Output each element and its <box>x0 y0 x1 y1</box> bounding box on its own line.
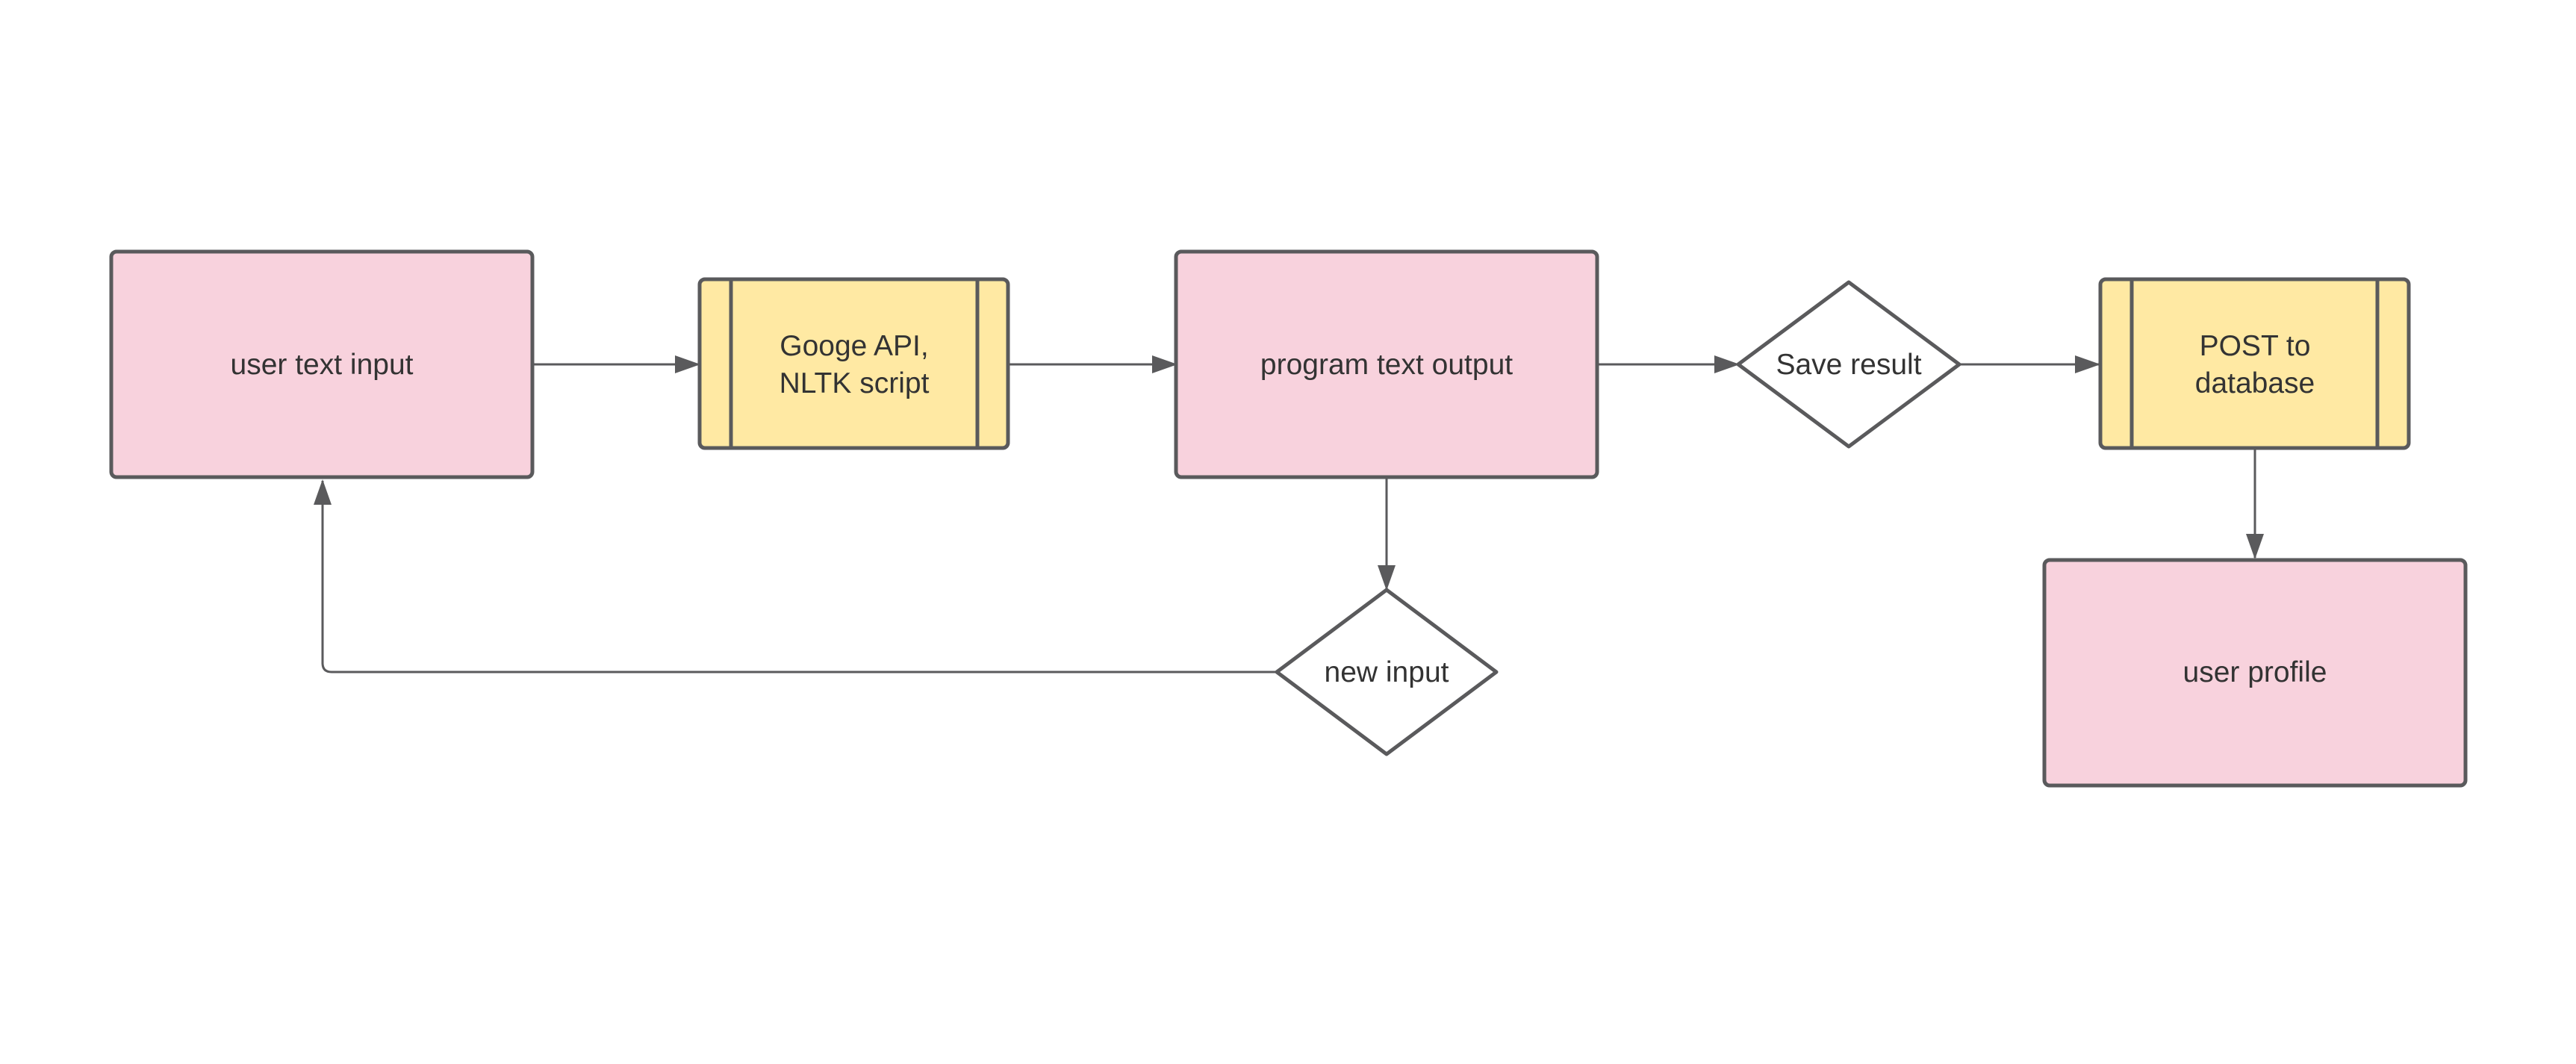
save-result-diamond <box>1736 280 1961 449</box>
post-to-database-box <box>2098 277 2411 450</box>
node-label-line: Save result <box>1776 349 1921 381</box>
node-label-line: Googe API, <box>780 330 928 362</box>
node-label-line: POST to <box>2200 330 2311 362</box>
node-label-line: NLTK script <box>780 367 930 399</box>
node-label-line: database <box>2195 367 2315 399</box>
user-profile-box <box>2042 558 2468 788</box>
node-post-to-database[interactable]: POST to database <box>2098 277 2411 450</box>
node-label-line: program text output <box>1260 349 1513 381</box>
node-label-line: new input <box>1325 656 1449 688</box>
node-google-api-nltk-script[interactable]: Googe API, NLTK script <box>697 277 1010 450</box>
google-api-label: Googe API, NLTK script <box>780 330 930 399</box>
new-input-diamond <box>1275 588 1499 756</box>
edge-new-input-to-user-input <box>314 479 1277 673</box>
user-profile-label: user profile <box>2183 656 2327 688</box>
node-new-input[interactable]: new input <box>1275 588 1499 756</box>
google-api-box <box>697 277 1010 450</box>
node-program-text-output[interactable]: program text output <box>1174 249 1599 479</box>
new-input-label: new input <box>1325 656 1449 688</box>
program-text-output-label: program text output <box>1260 349 1513 381</box>
node-label-line: user text input <box>231 349 414 381</box>
user-text-input-label: user text input <box>231 349 414 381</box>
edges-group <box>314 355 2264 673</box>
node-label-line: user profile <box>2183 656 2327 688</box>
user-text-input-box <box>109 249 535 479</box>
nodes-group: user text input Googe API, NLTK script pr… <box>109 249 2468 788</box>
save-result-label: Save result <box>1776 349 1921 381</box>
program-text-output-box <box>1174 249 1599 479</box>
node-user-profile[interactable]: user profile <box>2042 558 2468 788</box>
post-to-database-label: POST to database <box>2195 330 2315 399</box>
node-save-result[interactable]: Save result <box>1736 280 1961 449</box>
node-user-text-input[interactable]: user text input <box>109 249 535 479</box>
